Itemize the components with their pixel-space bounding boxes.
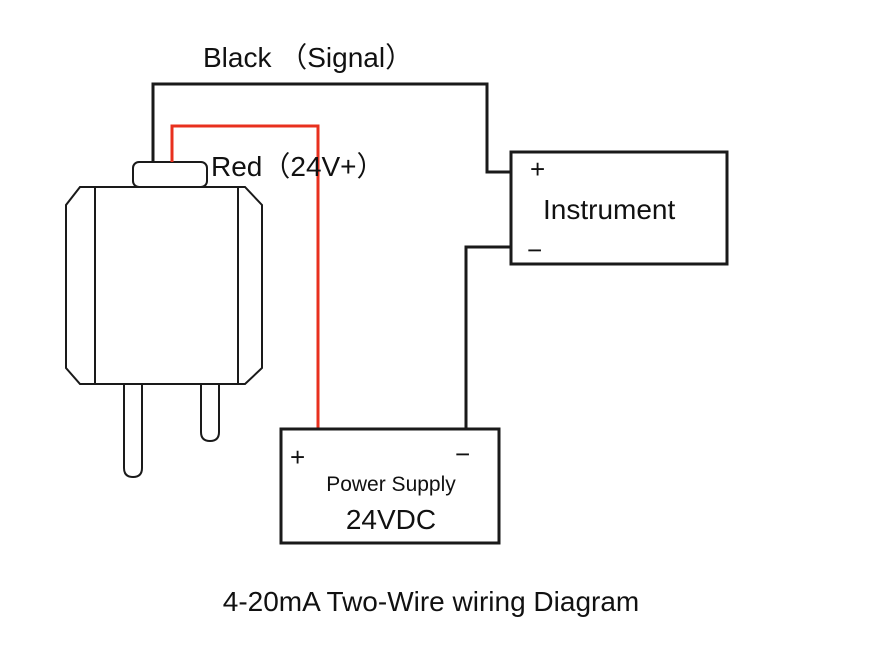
transmitter-pin-right	[200, 384, 220, 443]
transmitter-device	[65, 161, 263, 479]
instrument-label: Instrument	[543, 194, 675, 225]
power-supply-outline	[279, 427, 501, 545]
transmitter-connector-cap	[132, 161, 208, 188]
black-signal-wire	[151, 82, 511, 174]
transmitter-pin-left	[123, 384, 143, 479]
power-supply-box: + − Power Supply 24VDC	[279, 427, 501, 545]
power-supply-label: Power Supply	[326, 473, 456, 496]
instrument-plus-sign: +	[530, 154, 545, 184]
power-supply-plus-sign: +	[290, 442, 305, 472]
return-wire	[464, 245, 511, 429]
transmitter-body	[65, 186, 263, 385]
power-supply-voltage: 24VDC	[346, 504, 436, 535]
instrument-outline	[509, 150, 729, 266]
red-power-wire	[170, 124, 320, 429]
power-supply-minus-sign: −	[455, 439, 470, 469]
red-wire-label: Red（24V+）	[211, 151, 385, 182]
black-wire-label: Black （Signal）	[203, 42, 413, 73]
instrument-minus-sign: −	[527, 235, 542, 265]
instrument-box: + Instrument −	[509, 150, 729, 266]
diagram-caption: 4-20mA Two-Wire wiring Diagram	[223, 586, 640, 617]
